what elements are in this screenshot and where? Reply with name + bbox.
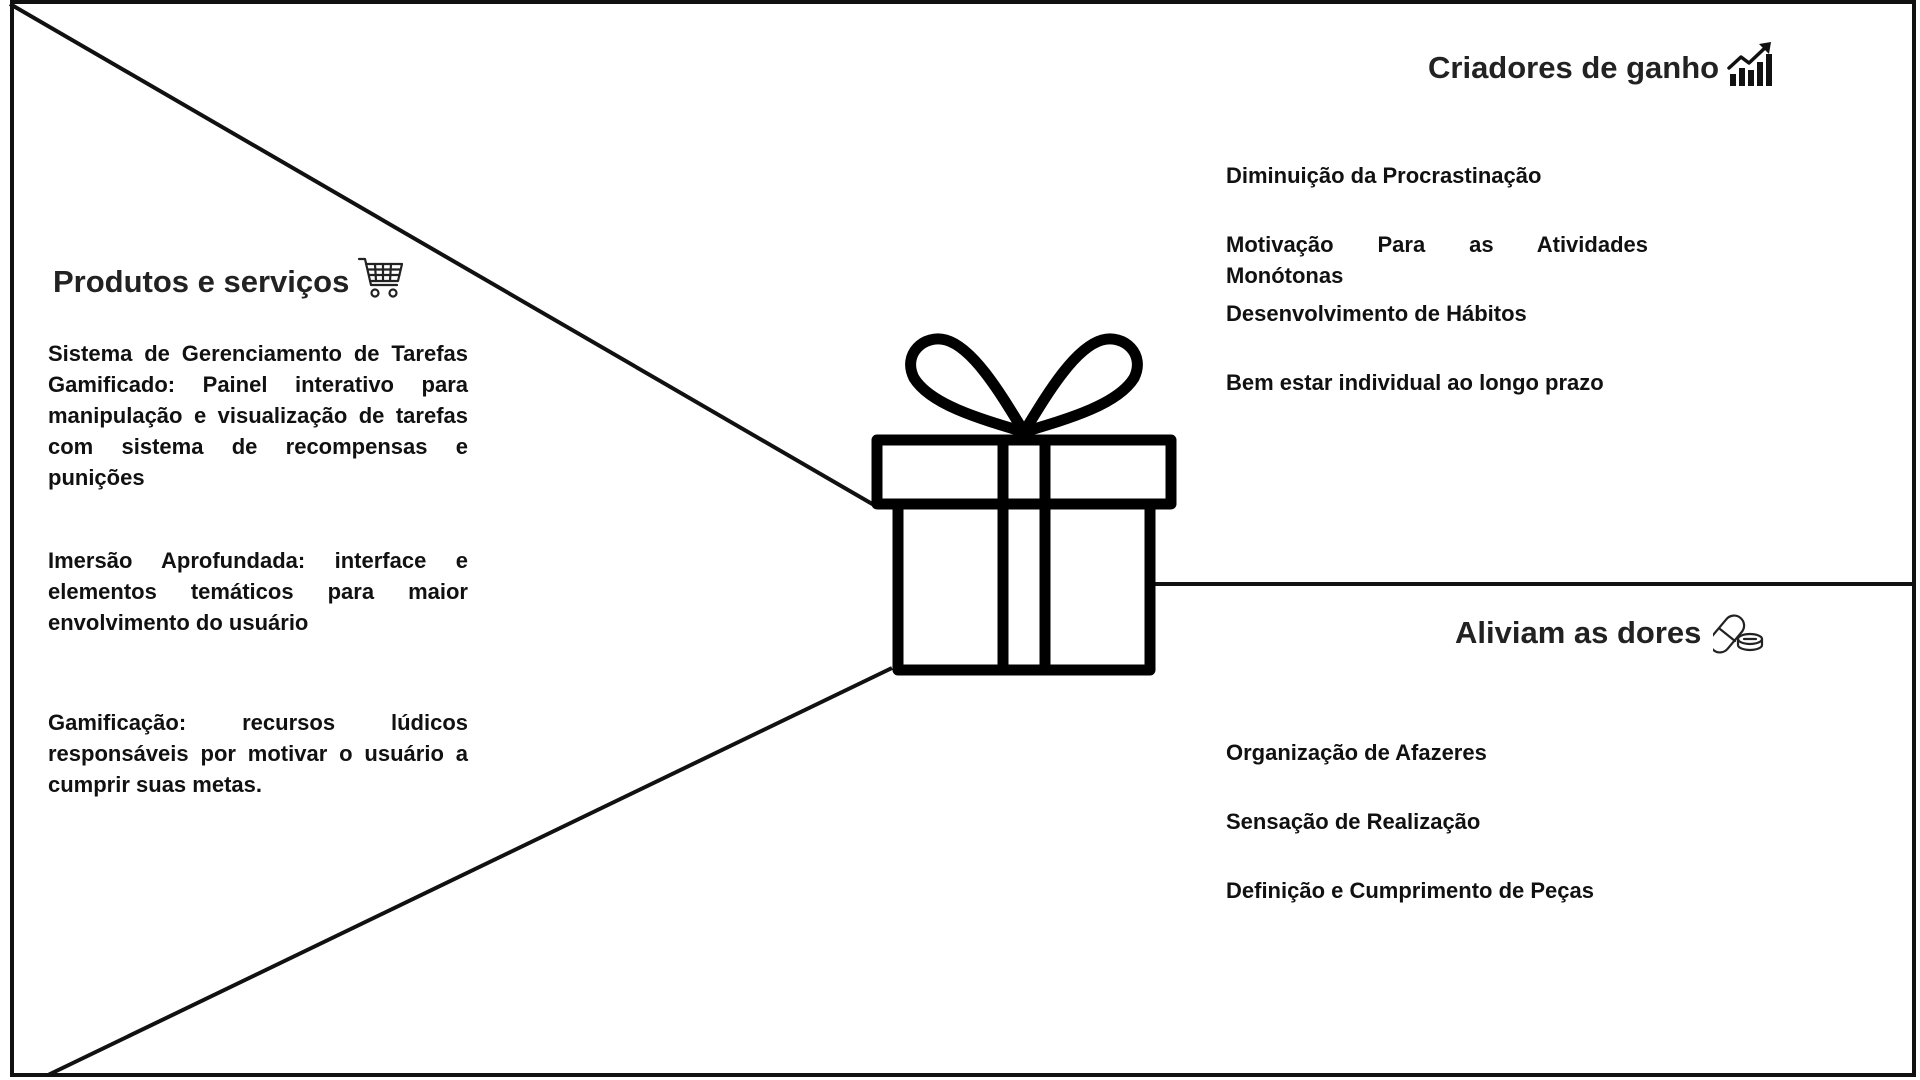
gain-creators-item-3-block: Desenvolvimento de Hábitos <box>1226 298 1648 329</box>
pain-relievers-item-1: Organização de Afazeres <box>1226 740 1487 765</box>
gain-creators-item-2: Motivação Para as Atividades Monótonas <box>1226 232 1648 288</box>
products-list: Sistema de Gerenciamento de Tarefas Gami… <box>48 338 468 800</box>
products-item-2: Imersão Aprofundada: interface e element… <box>48 548 468 635</box>
products-heading: Produtos e serviços <box>53 255 405 309</box>
products-title: Produtos e serviços <box>53 264 350 299</box>
gain-creators-title: Criadores de ganho <box>1428 50 1720 85</box>
shopping-cart-icon <box>357 255 405 309</box>
lower-diagonal-line <box>47 666 893 1077</box>
pain-relievers-item-3: Definição e Cumprimento de Peças <box>1226 878 1594 903</box>
gain-creators-item-2-block: Motivação Para as Atividades Monótonas <box>1226 229 1648 291</box>
growth-chart-icon <box>1727 40 1775 96</box>
gift-icon <box>871 333 1177 676</box>
gain-creators-item-1: Diminuição da Procrastinação <box>1226 163 1542 188</box>
gain-creators-item-4: Bem estar individual ao longo prazo <box>1226 370 1604 395</box>
gain-creators-heading: Criadores de ganho <box>1428 40 1775 96</box>
pain-relievers-heading: Aliviam as dores <box>1455 603 1765 663</box>
value-map-frame <box>10 0 1916 1077</box>
gain-creators-item-4-block: Bem estar individual ao longo prazo <box>1226 367 1648 398</box>
pill-icon <box>1709 603 1765 663</box>
pain-relievers-item-2: Sensação de Realização <box>1226 809 1481 834</box>
gain-creators-item-3: Desenvolvimento de Hábitos <box>1226 301 1527 326</box>
gain-creators-item-1-block: Diminuição da Procrastinação <box>1226 160 1648 191</box>
pain-relievers-title: Aliviam as dores <box>1455 615 1702 650</box>
products-item-3: Gamificação: recursos lúdicos responsáve… <box>48 710 468 797</box>
products-item-1: Sistema de Gerenciamento de Tarefas Gami… <box>48 341 468 490</box>
upper-diagonal-line <box>8 2 876 507</box>
